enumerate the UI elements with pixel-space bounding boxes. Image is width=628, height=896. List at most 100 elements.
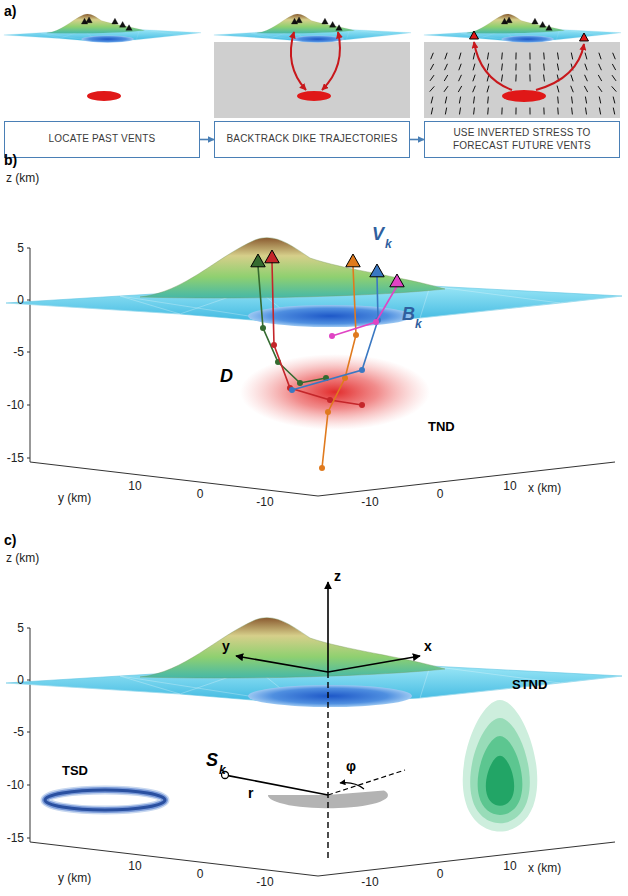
illustration-part [45,790,165,810]
illustration-part [27,838,30,839]
illustration-part [47,14,145,33]
subscript: k [415,318,422,332]
illustration-part [327,582,329,672]
illustration-part [529,75,530,82]
illustration-part [240,354,430,430]
illustration-part [529,64,530,71]
tick-label: -10 [361,496,378,510]
illustration-part [424,42,620,118]
tick-label: -15 [7,832,24,846]
illustration-part [119,22,125,28]
illustration-part [543,53,545,60]
box-text: LOCATE PAST VENTS [49,133,156,146]
illustration-part [532,18,538,24]
illustration-part [557,64,558,71]
illustration-part [515,108,516,115]
axis-title: y (km) [58,872,91,886]
illustration-part [325,409,331,415]
illustration-part [424,14,621,43]
illustration-part [444,86,448,92]
illustration-part [557,86,559,93]
illustration-part [445,64,448,70]
illustration-part [318,842,615,876]
axis-title: x (km) [528,862,561,876]
illustration-part [470,31,479,39]
axis-letter: y [222,638,230,654]
illustration-part [265,250,279,263]
illustration-part [214,14,411,43]
illustration-part [515,75,516,82]
illustration-part [580,33,589,41]
illustration-part [420,676,622,698]
illustration-part [81,36,133,43]
tick-label: -10 [256,876,273,890]
process-box: BACKTRACK DIKE TRAJECTORIES [214,121,410,158]
illustration-part [329,333,335,339]
illustration-part [585,108,586,115]
illustration-part [431,108,432,115]
symbol-label: V [372,224,384,245]
illustration-part [473,64,475,71]
flow-arrow [200,139,214,141]
axis-letter: z [334,568,341,584]
tick-label: 0 [437,868,444,882]
illustration-part [297,380,303,386]
illustration-part [529,108,530,115]
tick-label: 0 [197,488,204,502]
illustration-part [431,97,433,104]
illustration-part [430,286,560,303]
illustration-part [136,33,201,40]
illustration-part [470,718,530,823]
illustration-part [40,33,59,39]
tick-label: -10 [256,496,273,510]
illustration-part [258,266,326,383]
symbol-label: r [248,785,253,801]
illustration-part [585,97,586,104]
symbol-label: D [220,366,233,387]
illustration-part [327,672,328,858]
illustration-part [329,22,335,28]
illustration-part [487,53,488,60]
illustration-part [501,53,503,60]
illustration-part [248,685,412,707]
illustration-part [529,53,530,60]
illustration-part [359,402,365,408]
illustration-part [445,97,446,104]
illustration-part [543,64,545,71]
illustration-part [613,108,614,115]
illustration-part [430,86,435,91]
illustration-part [340,783,364,789]
illustration-part [27,785,30,786]
illustration-part [30,842,318,876]
axis-title: x (km) [528,482,561,496]
illustration-part [260,325,266,331]
illustration-part [30,628,31,842]
illustration-part [599,108,600,115]
illustration-part [501,36,553,43]
illustration-part [251,254,265,267]
illustration-part [487,64,488,71]
illustration-part [463,700,538,832]
illustration-part [571,75,573,82]
illustration-part [257,14,355,33]
illustration-part [328,656,420,672]
illustration-part [445,53,447,60]
tick-label: 5 [17,242,24,256]
illustration-part [27,405,30,406]
illustration-part [557,97,559,104]
illustration-part [444,75,448,81]
illustration-part [585,53,587,60]
symbol-label: φ [346,758,356,774]
illustration-part [27,300,30,301]
tick-label: -5 [13,726,24,740]
illustration-part [214,42,410,118]
illustration-part [297,91,331,101]
illustration-part [599,53,601,60]
illustration-part [539,22,545,28]
illustration-part [546,25,552,31]
illustration-part [86,17,92,23]
illustration-part [350,30,392,35]
illustration-part [557,53,558,60]
illustration-part [228,776,328,795]
